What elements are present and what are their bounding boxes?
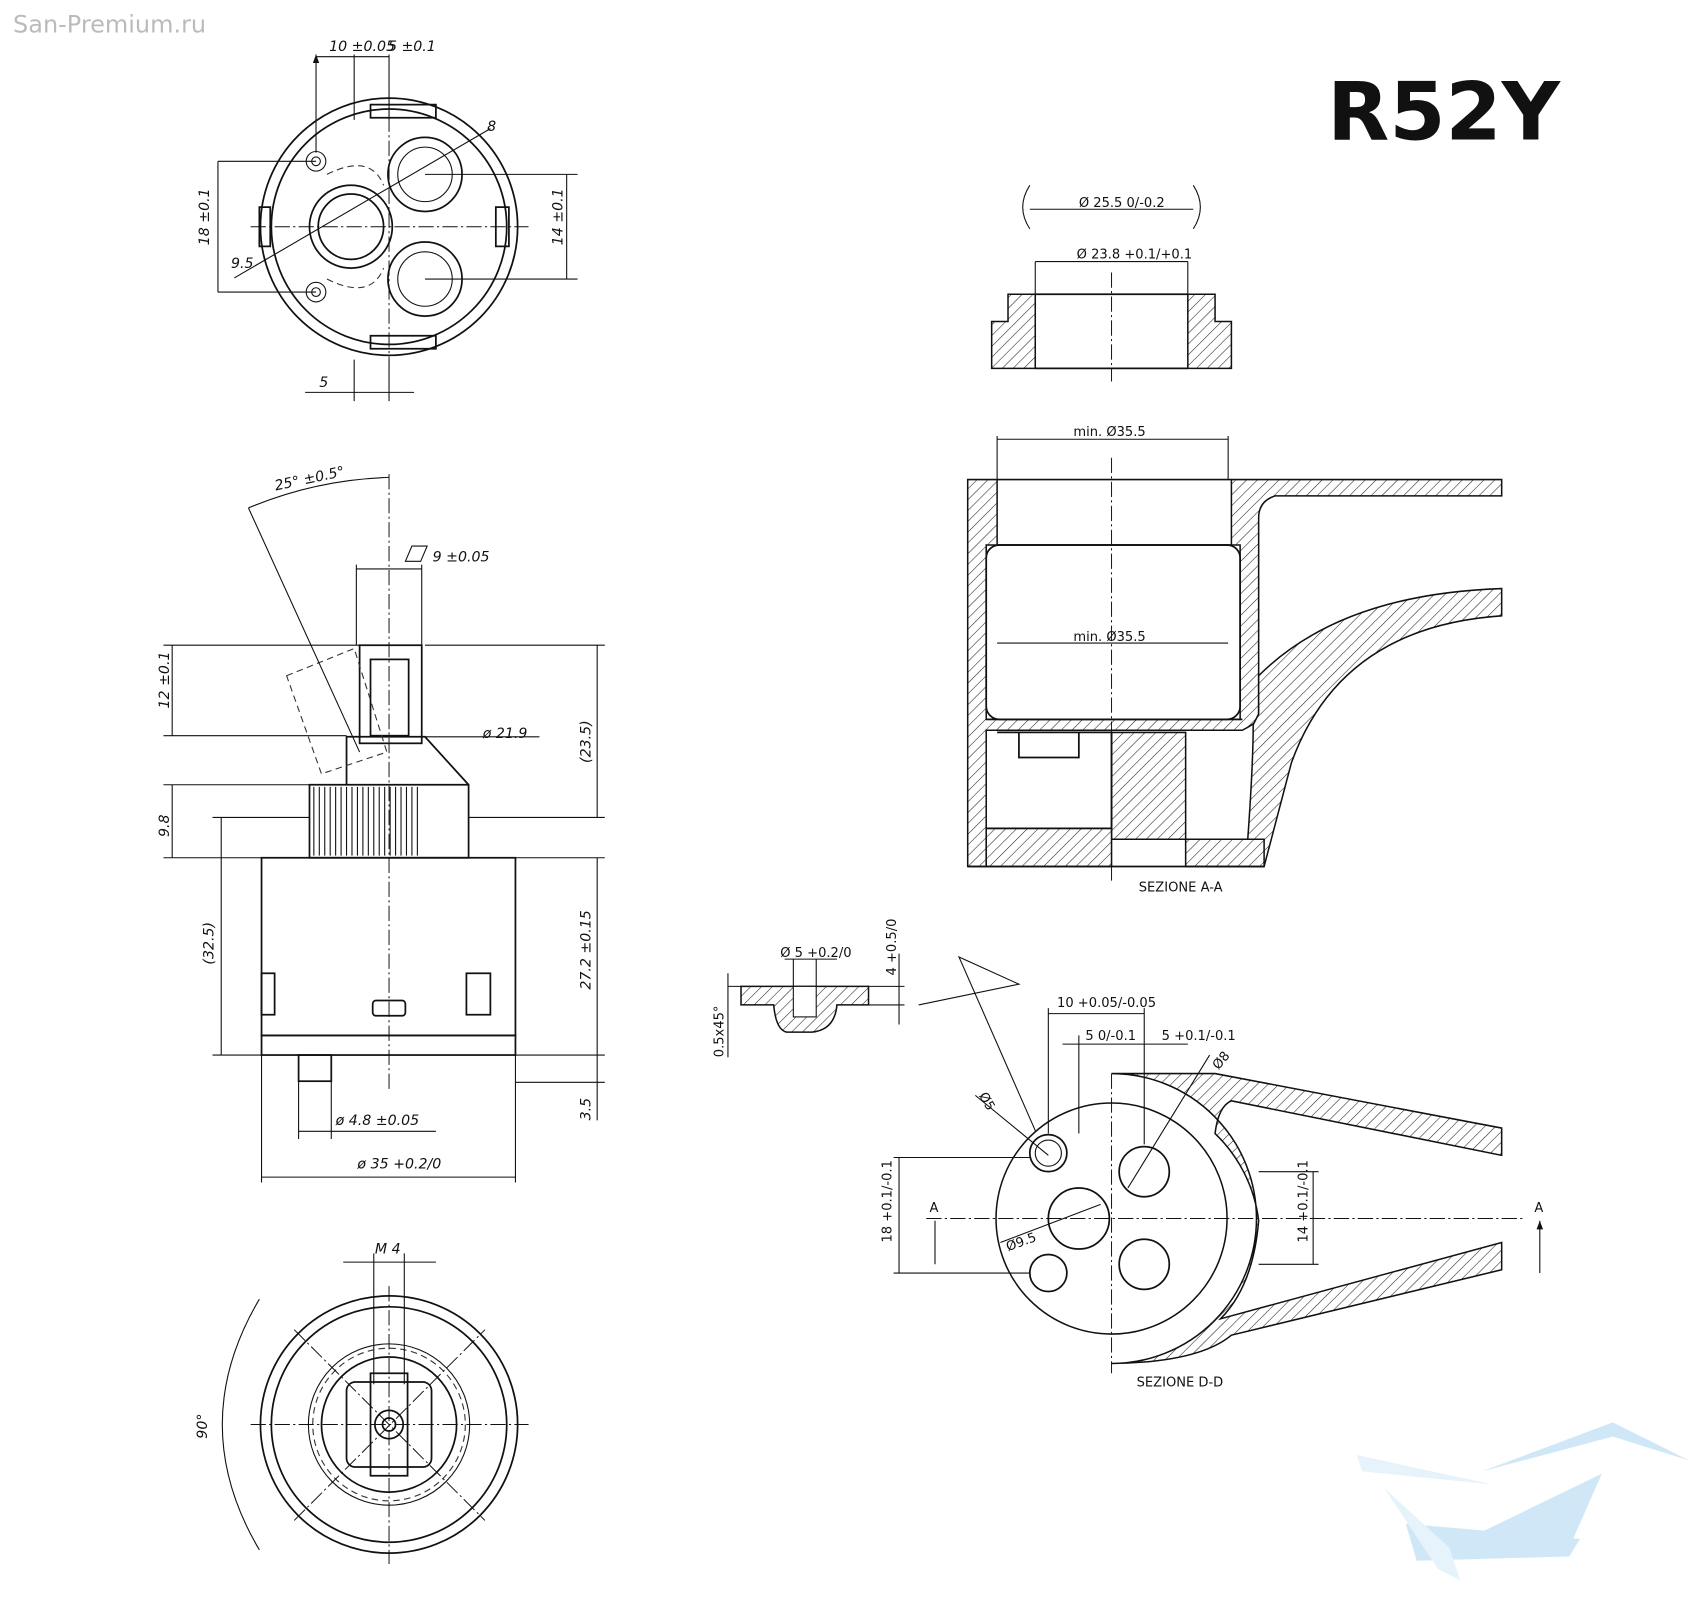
section-label: SEZIONE A-A: [1139, 881, 1223, 896]
section-marker: A: [930, 1201, 939, 1216]
dim-label: 5: [319, 375, 328, 391]
dim-label: 8: [487, 119, 496, 135]
top-view: 10 ±0.05 5 ±0.1 8 18 ±0.1 14 ±0.1 9.5 5: [197, 39, 578, 402]
dim-label: M 4: [375, 1241, 401, 1257]
ring-view: Ø 25.5 0/-0.2 Ø 23.8 +0.1/+0.1: [990, 184, 1233, 382]
dim-label: 4 +0.5/0: [885, 919, 900, 976]
dim-label: 12 ±0.1: [157, 652, 173, 709]
section-marker: A: [1534, 1201, 1543, 1216]
dim-label: Ø 23.8 +0.1/+0.1: [1077, 247, 1193, 262]
logo-watermark: [1356, 1422, 1690, 1581]
dim-label: Ø 25.5 0/-0.2: [1079, 196, 1165, 211]
dim-label: ø 21.9: [482, 726, 528, 742]
dim-label: 25° ±0.5°: [273, 464, 346, 494]
dim-label: Ø8: [1210, 1049, 1233, 1073]
section-label: SEZIONE D-D: [1137, 1375, 1224, 1390]
dim-label: min. Ø35.5: [1073, 425, 1145, 440]
dim-label: 18 ±0.1: [197, 188, 213, 245]
dim-label: min. Ø35.5: [1073, 630, 1145, 645]
dim-label: 5 ±0.1: [388, 39, 436, 55]
dim-label: 9.8: [157, 815, 173, 838]
dim-label: 10 ±0.05: [329, 39, 395, 55]
bottom-view: M 4 90°: [195, 1241, 529, 1565]
dim-label: 90°: [195, 1414, 211, 1439]
dim-label: 9 ±0.05: [433, 549, 490, 565]
section-d-d: 10 +0.05/-0.05 5 0/-0.1 5 +0.1/-0.1 Ø8 Ø…: [880, 996, 1543, 1390]
model-title: R52Y: [1327, 66, 1561, 160]
dim-label: 9.5: [231, 256, 254, 272]
dim-label: (23.5): [579, 720, 595, 763]
dim-label: Ø 5 +0.2/0: [780, 946, 851, 961]
dim-label: ø 4.8 ±0.05: [335, 1113, 420, 1129]
dim-label: 27.2 ±0.15: [579, 910, 595, 989]
dim-label: Ø5: [975, 1090, 997, 1114]
side-view: 25° ±0.5° 9 ±0.05 12 ±0.1 (23.5) ø 21.9 …: [157, 464, 605, 1183]
dim-label: 5 +0.1/-0.1: [1162, 1029, 1236, 1044]
dim-label: 18 +0.1/-0.1: [880, 1160, 895, 1242]
dim-label: 14 ±0.1: [550, 188, 566, 245]
dim-label: 10 +0.05/-0.05: [1057, 996, 1156, 1011]
dim-label: 3.5: [579, 1098, 595, 1121]
dim-label: 14 +0.1/-0.1: [1297, 1160, 1312, 1242]
dim-label: 0.5x45°: [713, 1006, 728, 1058]
dim-label: 5 0/-0.1: [1085, 1029, 1136, 1044]
section-a-a: min. Ø35.5 min. Ø35.5 SEZIONE A-A: [966, 425, 1503, 896]
dim-label: (32.5): [202, 922, 218, 965]
watermark: San-Premium.ru: [13, 11, 206, 39]
dim-label: ø 35 +0.2/0: [356, 1156, 441, 1172]
hole-detail: Ø 5 +0.2/0 4 +0.5/0 0.5x45°: [713, 919, 1047, 1156]
